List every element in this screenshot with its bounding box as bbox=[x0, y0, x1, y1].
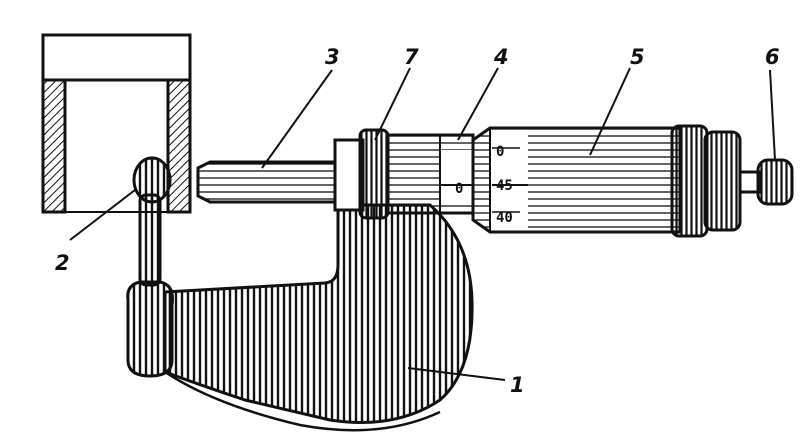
ratchet bbox=[703, 130, 794, 232]
leader-lines bbox=[69, 67, 776, 381]
label-spindle: 3 bbox=[325, 45, 340, 69]
anvil bbox=[126, 156, 174, 378]
label-lock-ring: 7 bbox=[404, 45, 419, 69]
thimble-scale-bottom: 40 bbox=[496, 210, 513, 226]
label-thimble: 5 bbox=[630, 45, 645, 69]
spindle bbox=[196, 160, 340, 204]
label-frame: 1 bbox=[510, 373, 525, 397]
sleeve-scale-zero: 0 bbox=[455, 181, 463, 197]
label-anvil: 2 bbox=[55, 251, 70, 275]
thimble-scale-middle: 45 bbox=[496, 178, 513, 194]
frame bbox=[163, 203, 474, 432]
label-sleeve: 4 bbox=[493, 45, 509, 69]
thimble-scale-top: 0 bbox=[496, 144, 504, 160]
thimble bbox=[471, 124, 709, 238]
sleeve bbox=[386, 133, 475, 215]
lock-ring bbox=[333, 128, 390, 220]
label-ratchet: 6 bbox=[765, 45, 780, 69]
